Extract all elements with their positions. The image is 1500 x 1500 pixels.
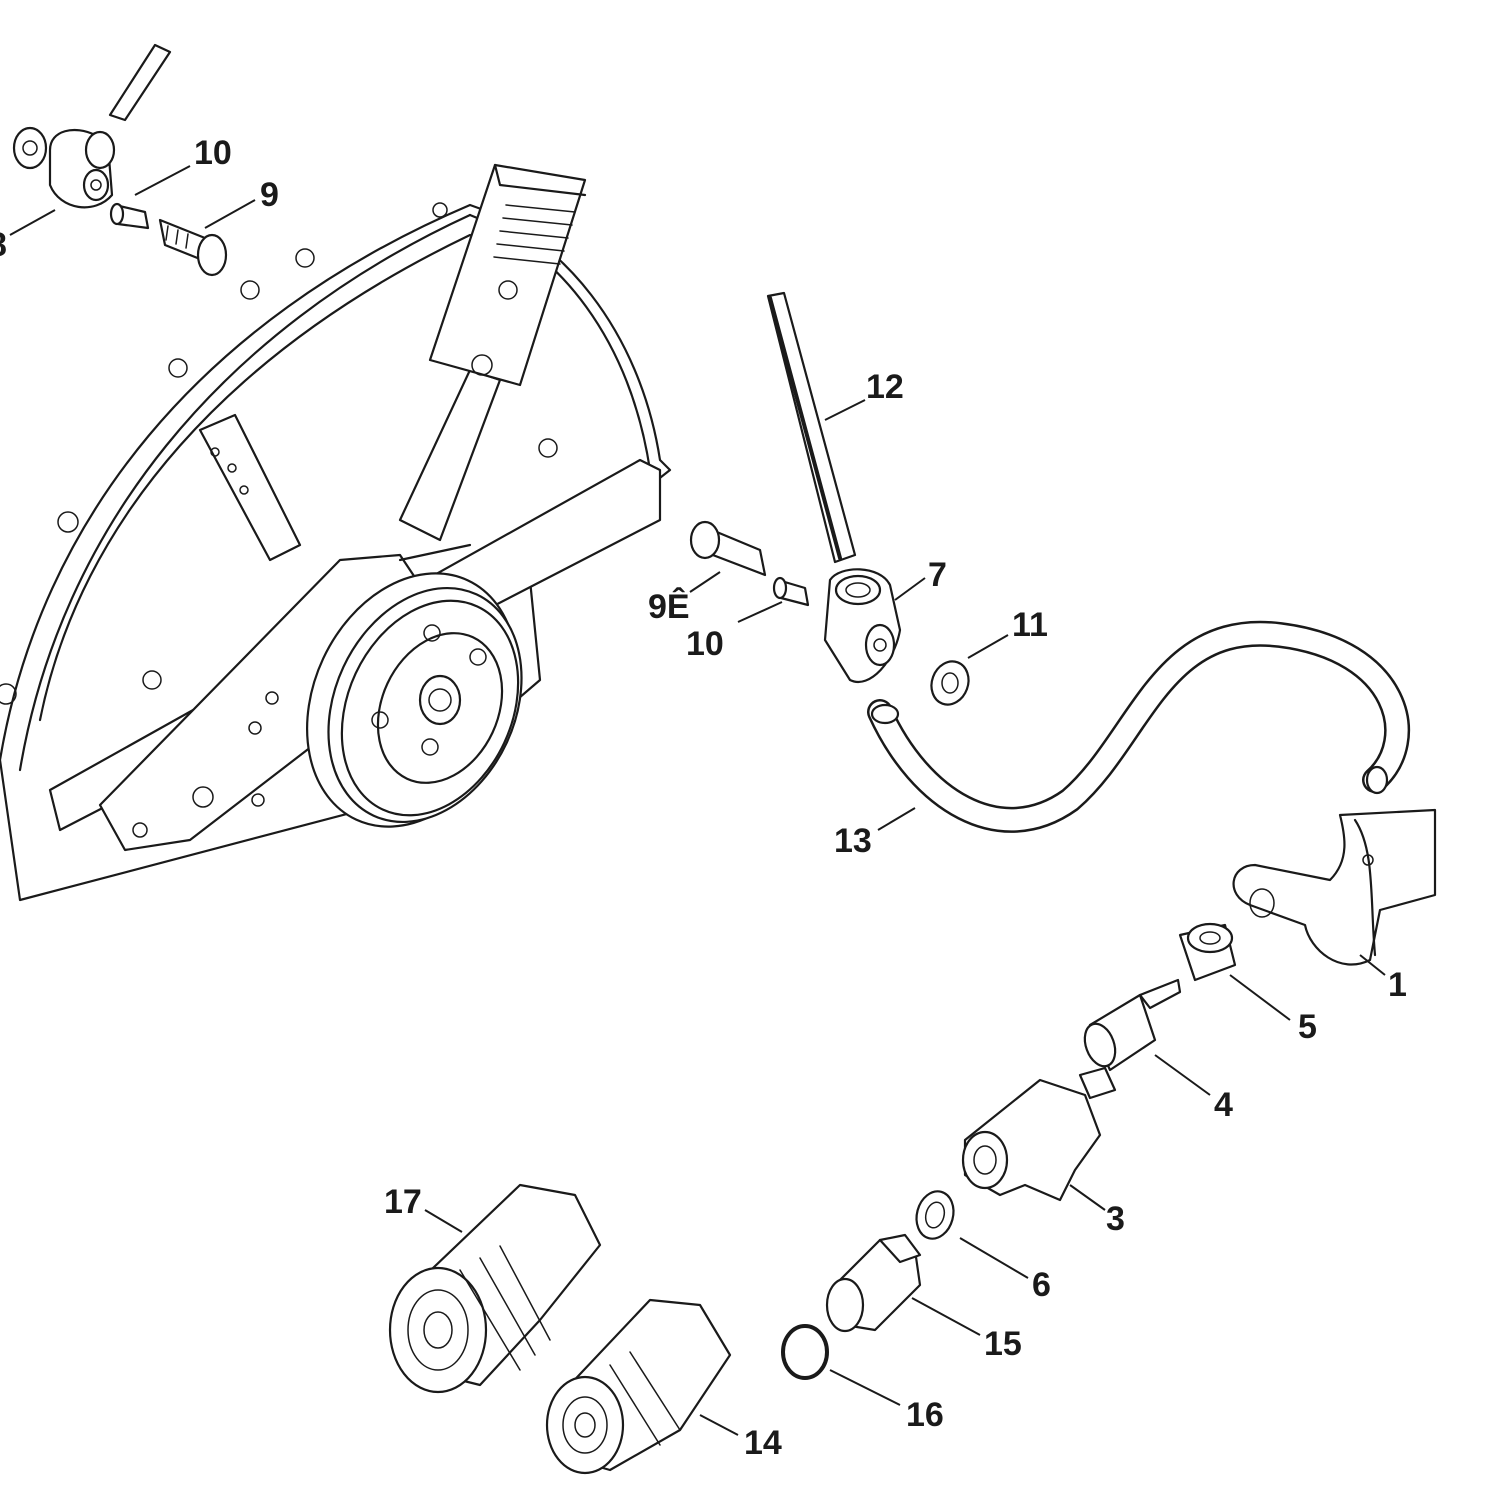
callout-13: 13: [834, 822, 872, 860]
callout-14: 14: [744, 1424, 782, 1462]
hose-13: [867, 620, 1410, 833]
callout-8-partial: 8: [0, 228, 7, 262]
washer-6: [915, 1190, 955, 1240]
callout-10-top: 10: [194, 134, 232, 172]
callout-5: 5: [1298, 1008, 1317, 1046]
callout-3: 3: [1106, 1200, 1125, 1238]
callout-15: 15: [984, 1325, 1022, 1363]
callout-6: 6: [1032, 1266, 1051, 1304]
coupling-17: [388, 1183, 602, 1394]
lever-grip: [493, 204, 576, 265]
middle-fitting-group: [689, 291, 970, 706]
washer-11: [930, 660, 970, 706]
callout-11: 11: [1012, 606, 1048, 644]
top-left-fitting-group: [12, 43, 228, 277]
coupling-14: [545, 1298, 732, 1475]
hose-stub: [108, 43, 172, 122]
callout-7: 7: [928, 556, 947, 594]
nipple-15: [825, 1233, 922, 1333]
nipple-4: [1083, 978, 1182, 1072]
hose-12: [766, 291, 857, 564]
callout-1: 1: [1388, 966, 1407, 1004]
callout-9e: 9Ê: [648, 588, 690, 626]
o-ring-16: [781, 1324, 829, 1380]
nut-5: [1178, 922, 1237, 982]
blade-guard: [0, 163, 672, 902]
callout-10-mid: 10: [686, 625, 724, 663]
valve-3: [961, 1066, 1117, 1202]
callout-4: 4: [1214, 1086, 1233, 1124]
callout-12: 12: [866, 368, 904, 406]
bracket-1: [1232, 808, 1437, 966]
callout-16: 16: [906, 1396, 944, 1434]
leader-lines: [9, 165, 1386, 1436]
callout-17: 17: [384, 1183, 422, 1221]
callout-9-top: 9: [260, 176, 279, 214]
